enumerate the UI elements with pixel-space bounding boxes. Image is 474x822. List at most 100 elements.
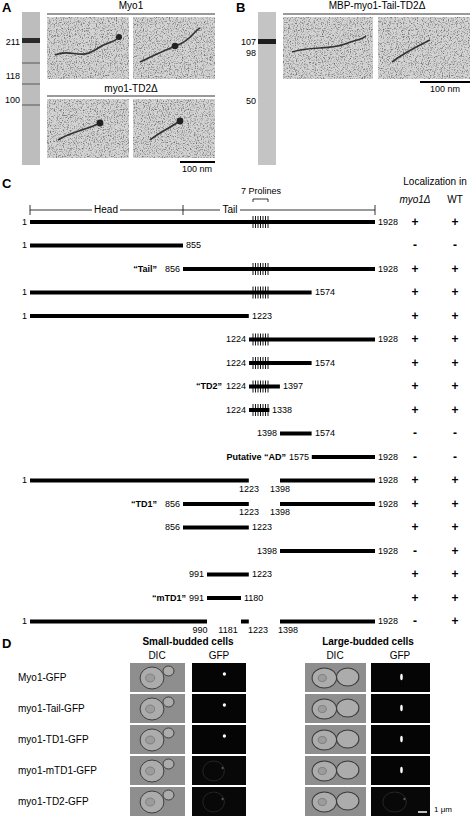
residue-number: 856 xyxy=(165,522,180,533)
localization-score: + xyxy=(411,567,418,581)
residue-number: 1 xyxy=(22,240,27,251)
residue-number: 1397 xyxy=(283,381,303,392)
header-rule xyxy=(283,14,470,15)
residue-number: 118 xyxy=(6,71,20,82)
residue-number: 1181 xyxy=(218,625,237,636)
residue-number: 50 xyxy=(246,96,256,107)
residue-number: 991 xyxy=(189,593,204,604)
localization-score: + xyxy=(411,356,418,370)
localization-score: + xyxy=(451,379,458,393)
localization-score: + xyxy=(451,356,458,370)
localization-score: + xyxy=(411,379,418,393)
residue-number: 1398 xyxy=(278,625,298,636)
residue-number: 100 xyxy=(5,95,20,106)
strain-label: myo1-mTD1-GFP xyxy=(18,765,97,777)
residue-number: 1928 xyxy=(378,217,398,228)
column-header: Small-budded cells xyxy=(142,636,233,648)
localization-score: + xyxy=(451,215,458,229)
domain-label: Tail xyxy=(220,204,239,216)
em-image xyxy=(47,17,215,158)
localization-score: + xyxy=(451,591,458,605)
residue-number: 1574 xyxy=(315,428,335,439)
strain-label: myo1-TD2-GFP xyxy=(18,796,89,808)
residue-number: 1928 xyxy=(378,475,398,486)
localization-score: + xyxy=(411,520,418,534)
localization-score: - xyxy=(413,544,417,558)
residue-number: 1 xyxy=(22,287,27,298)
residue-number: 1928 xyxy=(378,616,398,627)
panel-header: DIC xyxy=(326,650,343,662)
residue-number: 1398 xyxy=(257,546,277,557)
localization-score: - xyxy=(453,450,457,464)
residue-number: 855 xyxy=(186,240,201,251)
residue-number: 1 xyxy=(22,616,27,627)
panel-header: myo1-TD2Δ xyxy=(104,83,157,95)
localization-score: - xyxy=(453,426,457,440)
residue-number: 990 xyxy=(192,625,207,636)
residue-number: 1180 xyxy=(244,593,263,604)
strain-label: Myo1-GFP xyxy=(18,672,66,684)
localization-score: + xyxy=(411,332,418,346)
residue-number: 7 Prolines xyxy=(241,186,281,197)
localization-score: + xyxy=(451,262,458,276)
column-header: Large-budded cells xyxy=(322,636,414,648)
residue-number: 1 xyxy=(22,217,27,228)
panel-header: Localization in xyxy=(403,176,466,188)
gel-strip xyxy=(258,12,276,165)
residue-number: 1398 xyxy=(257,428,277,439)
em-image xyxy=(283,17,470,79)
construct-name: “TD1” xyxy=(131,499,157,510)
localization-score: + xyxy=(411,262,418,276)
scale-bar xyxy=(420,81,470,83)
scale-bar xyxy=(418,811,427,813)
localization-score: + xyxy=(411,309,418,323)
residue-number: 856 xyxy=(165,499,180,510)
residue-number: 1224 xyxy=(226,381,246,392)
residue-number: 991 xyxy=(189,569,204,580)
construct-bars xyxy=(30,220,375,624)
construct-name: “TD2” xyxy=(196,381,222,392)
residue-number: 1398 xyxy=(270,484,290,495)
localization-score: + xyxy=(451,614,458,628)
residue-number: 1224 xyxy=(226,405,246,416)
residue-number: 98 xyxy=(246,48,256,59)
residue-number: 1338 xyxy=(272,405,292,416)
residue-number: 1928 xyxy=(378,264,398,275)
gel-strip xyxy=(22,12,40,165)
residue-number: 100 nm xyxy=(430,84,460,95)
panel-header: GFP xyxy=(209,650,230,662)
panel-letter: B xyxy=(236,0,245,16)
residue-number: 1223 xyxy=(252,569,272,580)
localization-score: + xyxy=(411,215,418,229)
proline-bracket xyxy=(253,199,268,202)
residue-number: 1223 xyxy=(239,507,259,518)
column-header: myo1Δ xyxy=(399,194,430,206)
residue-number: 1575 xyxy=(289,452,309,463)
residue-number: 1223 xyxy=(239,484,259,495)
residue-number: 1224 xyxy=(226,358,246,369)
residue-number: 1928 xyxy=(378,334,398,345)
construct-name: “Tail” xyxy=(133,264,157,275)
panel-header: MBP-myo1-Tail-TD2Δ xyxy=(329,0,426,12)
residue-number: 1928 xyxy=(378,546,398,557)
panel-letter: A xyxy=(2,0,11,16)
localization-score: + xyxy=(411,497,418,511)
residue-number: 856 xyxy=(165,264,180,275)
residue-number: 1223 xyxy=(252,522,272,533)
localization-score: + xyxy=(451,473,458,487)
strain-label: myo1-Tail-GFP xyxy=(18,703,85,715)
localization-score: + xyxy=(451,567,458,581)
header-rule xyxy=(47,96,215,97)
localization-score: + xyxy=(451,285,458,299)
strain-label: myo1-TD1-GFP xyxy=(18,734,89,746)
localization-score: - xyxy=(413,426,417,440)
residue-number: 1574 xyxy=(315,287,335,298)
residue-number: 100 nm xyxy=(182,164,212,175)
localization-score: + xyxy=(411,473,418,487)
panel-letter: D xyxy=(2,636,11,652)
panel-header: GFP xyxy=(390,650,411,662)
residue-number: 1 xyxy=(22,311,27,322)
panel-header: Myo1 xyxy=(119,0,143,12)
localization-score: - xyxy=(413,614,417,628)
